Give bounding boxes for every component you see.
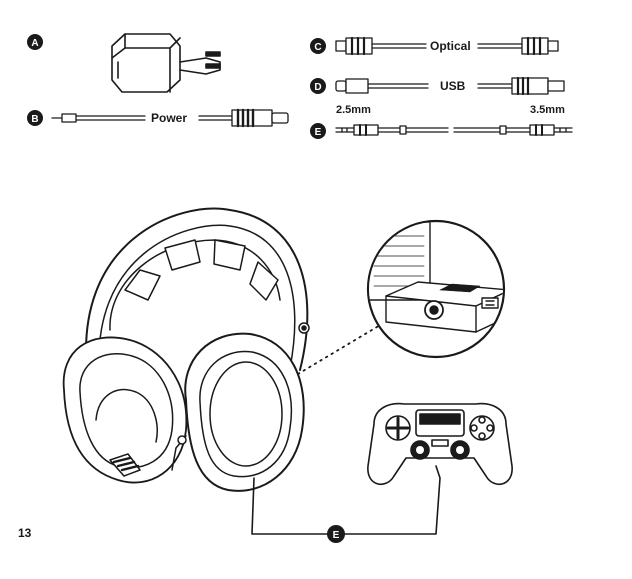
badge-a-letter: A	[31, 38, 38, 49]
usb-cable-icon	[335, 76, 565, 96]
badge-c-letter: C	[314, 42, 321, 53]
item-e: E 2.5mm 3.5mm	[310, 104, 573, 139]
badge-a	[27, 34, 43, 50]
item-a: A	[27, 33, 221, 93]
badge-e	[310, 123, 326, 139]
power-label: Power	[151, 111, 187, 125]
page-number: 13	[18, 526, 32, 540]
item-d: D USB	[310, 76, 565, 96]
audio-cable-icon	[335, 124, 573, 136]
zoom-leader-line	[297, 317, 393, 375]
item-c: C Optical	[310, 36, 559, 56]
badge-b	[27, 110, 43, 126]
badge-d-letter: D	[314, 82, 321, 93]
badge-b-letter: B	[31, 114, 38, 125]
connection-badge-e: E	[327, 525, 345, 543]
power-adapter-icon	[111, 33, 221, 93]
item-b: B Power	[27, 108, 289, 128]
connection-cable	[251, 465, 441, 535]
power-cable-icon	[51, 108, 289, 128]
badge-d	[310, 78, 326, 94]
headset-icon	[62, 207, 310, 492]
transmitter-zoom-icon	[366, 219, 506, 359]
controller-icon	[367, 402, 513, 486]
optical-cable-icon	[335, 36, 559, 56]
badge-c	[310, 38, 326, 54]
optical-label: Optical	[430, 39, 471, 53]
label-3-5mm: 3.5mm	[530, 104, 565, 116]
usb-label: USB	[440, 79, 466, 93]
label-2-5mm: 2.5mm	[336, 104, 371, 116]
svg-text:E: E	[333, 530, 340, 541]
badge-e-letter: E	[315, 127, 322, 138]
